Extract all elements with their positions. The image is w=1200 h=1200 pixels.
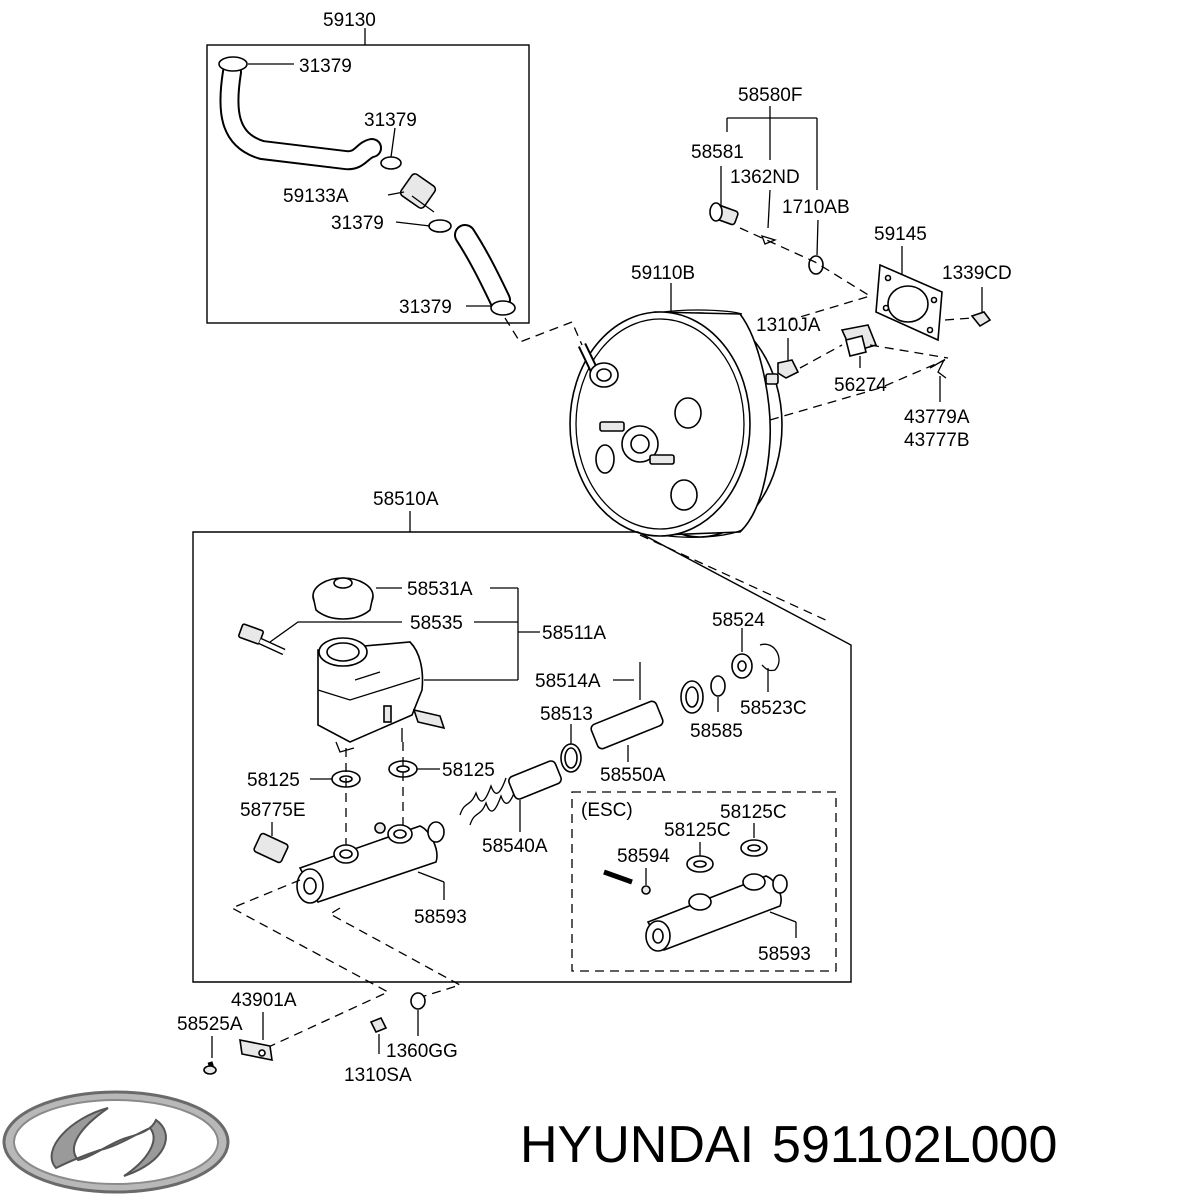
label-58524: 58524 xyxy=(712,610,765,631)
label-59133a: 59133A xyxy=(283,186,349,207)
booster-front-shell xyxy=(569,311,751,537)
label-43777b: 43777B xyxy=(904,430,970,451)
bracket-group: 1310JA 56274 43779A 43777B xyxy=(756,315,970,451)
pin-washer xyxy=(808,255,824,275)
lower-bracket xyxy=(239,1038,273,1062)
hose-assembly-frame xyxy=(206,44,530,324)
label-1339cd: 1339CD xyxy=(942,263,1012,284)
label-58540a: 58540A xyxy=(482,836,548,857)
label-59130: 59130 xyxy=(323,10,376,31)
check-valve xyxy=(399,173,437,209)
label-1362nd: 1362ND xyxy=(730,167,800,188)
label-59110b: 59110B xyxy=(631,263,695,284)
label-58125-right: 58125 xyxy=(442,760,495,781)
label-esc: (ESC) xyxy=(581,800,633,821)
hose-clamp-top xyxy=(218,56,248,72)
hose-assembly-group: 59130 31379 31379 59133A 31379 31379 xyxy=(206,10,530,324)
primary-spring xyxy=(459,777,507,816)
label-58125-left: 58125 xyxy=(247,770,300,791)
label-58775e: 58775E xyxy=(240,800,306,821)
label-43779a: 43779A xyxy=(904,407,970,428)
label-58531a: 58531A xyxy=(407,579,473,600)
master-cylinder-body xyxy=(298,825,438,903)
label-58581: 58581 xyxy=(691,142,744,163)
hose-clamp-upper xyxy=(380,156,402,170)
master-cylinder-frame xyxy=(192,531,852,983)
label-58125c-left: 58125C xyxy=(664,820,731,841)
label-1710ab: 1710AB xyxy=(782,197,850,218)
part-number: 591102L000 xyxy=(772,1116,1058,1174)
label-58535: 58535 xyxy=(410,613,463,634)
esc-variant-frame xyxy=(571,791,837,972)
label-43901a: 43901A xyxy=(231,990,297,1011)
brake-booster: 59110B xyxy=(569,263,783,538)
label-58594: 58594 xyxy=(617,846,670,867)
label-31379-top: 31379 xyxy=(299,56,352,77)
booster-gasket-group: 59145 1339CD xyxy=(874,224,1012,342)
label-58585: 58585 xyxy=(690,721,743,742)
product-caption: HYUNDAI 591102L000 xyxy=(520,1105,1190,1185)
clevis-pin-set: 58580F 58581 1362ND 1710AB xyxy=(691,85,872,321)
label-31379-bottom: 31379 xyxy=(399,297,452,318)
label-58593-main: 58593 xyxy=(414,907,467,928)
bracket-bolt xyxy=(203,1065,217,1075)
reservoir-outlet xyxy=(412,708,446,730)
secondary-piston xyxy=(508,760,562,800)
label-31379-mid: 31379 xyxy=(331,213,384,234)
label-58510a: 58510A xyxy=(373,489,439,510)
label-31379-upper: 31379 xyxy=(364,110,417,131)
retaining-clip xyxy=(929,358,947,379)
label-56274: 56274 xyxy=(834,375,887,396)
level-sensor-plug xyxy=(238,623,264,645)
label-58523c: 58523C xyxy=(740,698,807,719)
hose-clamp-bottom xyxy=(490,300,516,316)
snap-ring xyxy=(759,643,780,672)
label-58580f: 58580F xyxy=(738,85,802,106)
label-58550a: 58550A xyxy=(600,765,666,786)
lower-washer xyxy=(410,992,426,1010)
label-58525a: 58525A xyxy=(177,1014,243,1035)
label-59145: 59145 xyxy=(874,224,927,245)
fluid-reservoir xyxy=(317,641,424,743)
hose-clamp-mid xyxy=(428,219,452,233)
lower-nut xyxy=(369,1016,388,1034)
label-1310ja: 1310JA xyxy=(756,315,821,336)
booster-nut xyxy=(777,359,800,379)
master-cylinder-group: 58510A 58531A 58535 58511A xyxy=(192,489,852,1051)
gasket-nut xyxy=(970,311,992,328)
label-58514a: 58514A xyxy=(535,671,601,692)
lower-bracket-group: 43901A 58525A 1310SA 1360GG xyxy=(177,990,458,1086)
label-1310sa: 1310SA xyxy=(344,1065,412,1086)
primary-piston xyxy=(590,700,664,750)
brand-name: HYUNDAI xyxy=(520,1116,755,1174)
label-58513: 58513 xyxy=(540,704,593,725)
o-ring xyxy=(710,675,726,697)
label-58125c-right: 58125C xyxy=(720,802,787,823)
label-1360gg: 1360GG xyxy=(386,1041,458,1062)
hyundai-logo xyxy=(2,1090,230,1194)
pressure-sensor xyxy=(253,832,289,864)
label-58511a: 58511A xyxy=(542,623,606,644)
label-58593-esc: 58593 xyxy=(758,944,811,965)
